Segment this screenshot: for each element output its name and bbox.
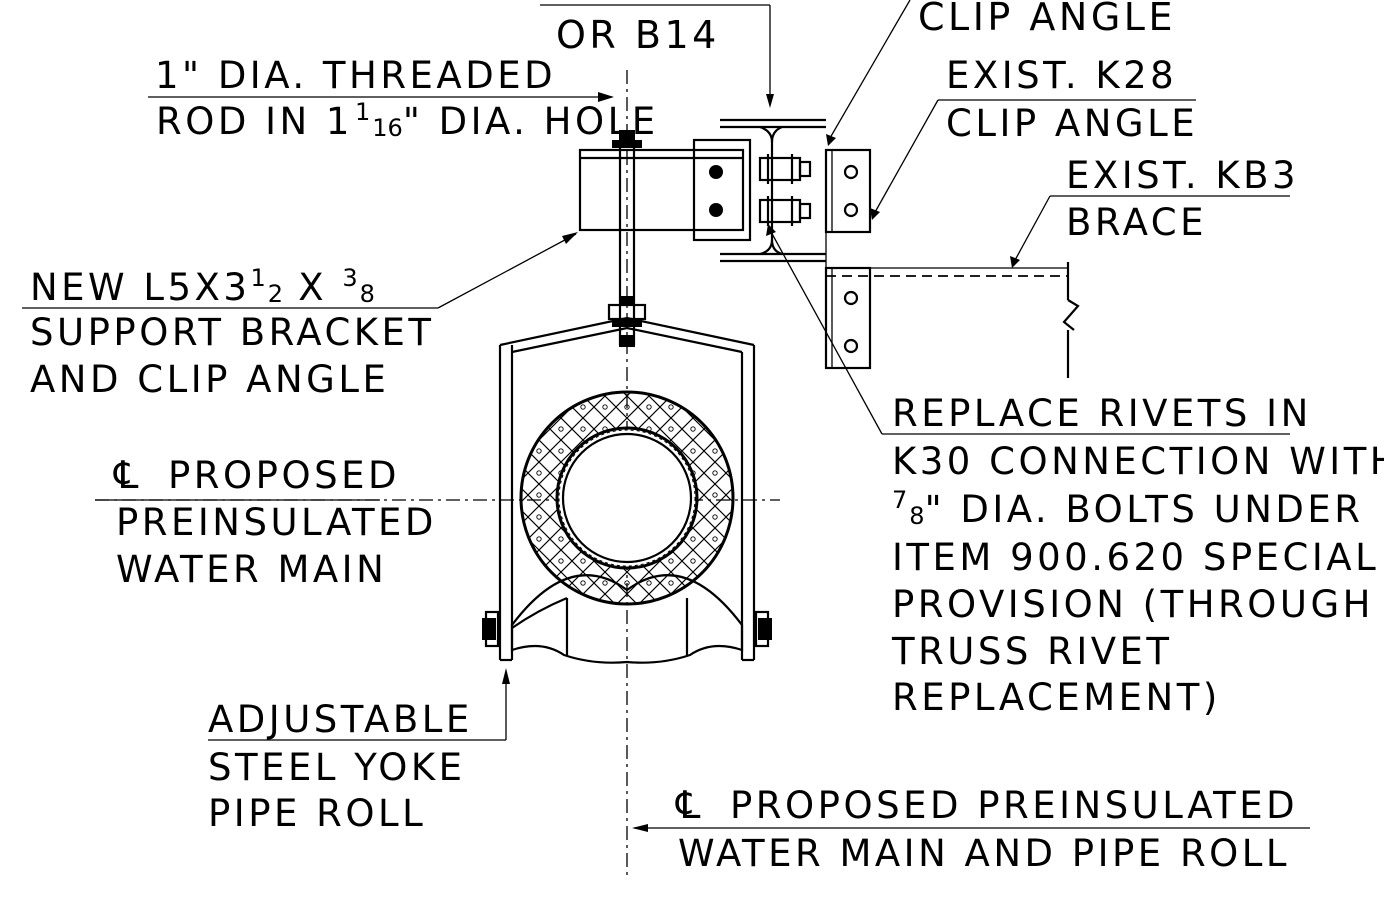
label-main-line2: PREINSULATED — [116, 501, 437, 544]
label-yoke-line3: PIPE ROLL — [208, 792, 426, 835]
label-bottom-cl-symbol: ℄ — [675, 783, 701, 827]
label-bottom-line1: PROPOSED PREINSULATED — [730, 784, 1298, 827]
label-yoke-line1: ADJUSTABLE — [208, 698, 473, 741]
label-yoke-line2: STEEL YOKE — [208, 746, 466, 789]
bracket-line1-b: X — [283, 266, 342, 309]
label-kb3-line1: EXIST. KB3 — [1066, 154, 1299, 197]
label-bracket-line1: NEW L5X312 X 38 — [30, 264, 375, 309]
rod-line2-num: 1 — [355, 98, 370, 126]
support-bracket — [578, 138, 752, 242]
label-rod-line1: 1" DIA. THREADED — [155, 54, 556, 97]
label-top-left-partial: OR B14 — [556, 13, 720, 57]
rod-line2-a: ROD IN 1 — [156, 100, 353, 143]
label-rivet-line4: ITEM 900.620 SPECIAL — [892, 536, 1379, 579]
bracket-line1-num2: 3 — [342, 264, 357, 292]
label-k28-line2: CLIP ANGLE — [946, 102, 1198, 145]
label-rod-line2: ROD IN 1116" DIA. HOLE — [156, 98, 659, 143]
steel-yoke — [482, 316, 772, 662]
leader-bottom-centerline — [632, 824, 1310, 832]
label-rivet-line2: K30 CONNECTION WITH — [892, 440, 1384, 483]
label-rivet-line7: REPLACEMENT) — [892, 676, 1221, 719]
label-kb3-line2: BRACE — [1066, 201, 1207, 244]
leader-rod — [148, 92, 614, 102]
label-main-line3: WATER MAIN — [116, 548, 387, 591]
label-rivet-line3: 78" DIA. BOLTS UNDER — [892, 486, 1364, 531]
label-top-right-partial: CLIP ANGLE — [918, 0, 1176, 39]
leader-top-left — [540, 4, 774, 108]
clip-angle-plate — [824, 148, 872, 370]
beam-section — [720, 118, 826, 263]
label-rivet-line1: REPLACE RIVETS IN — [892, 392, 1312, 435]
rivet-line3-num: 7 — [892, 486, 907, 514]
leader-bracket — [22, 232, 578, 309]
rod-line2-den: 16 — [372, 114, 403, 142]
rivet-line3-b: " DIA. BOLTS UNDER — [925, 488, 1364, 531]
rivet-line3-den: 8 — [909, 502, 924, 530]
preinsulated-pipe — [519, 390, 735, 606]
bracket-line1-num1: 1 — [250, 264, 265, 292]
label-main-cl-symbol: ℄ — [113, 453, 139, 497]
bracket-line1-a: NEW L5X3 — [30, 266, 250, 309]
leader-rivets — [766, 224, 1290, 435]
leader-k28 — [870, 99, 1196, 220]
web-bolts — [758, 154, 812, 226]
bracket-line1-den1: 2 — [268, 280, 283, 308]
label-bracket-line2: SUPPORT BRACKET — [30, 311, 435, 354]
label-k28-line1: EXIST. K28 — [946, 54, 1177, 97]
label-rivet-line5: PROVISION (THROUGH — [892, 583, 1374, 626]
label-bottom-line2: WATER MAIN AND PIPE ROLL — [678, 832, 1290, 875]
leader-yoke — [208, 668, 510, 741]
threaded-rod — [607, 130, 647, 347]
label-bracket-line3: AND CLIP ANGLE — [30, 358, 389, 401]
leader-kb3 — [1010, 195, 1290, 268]
bracket-line1-den2: 8 — [360, 280, 375, 308]
brace-kb3 — [826, 262, 1080, 378]
label-main-line1: PROPOSED — [168, 454, 400, 497]
label-rivet-line6: TRUSS RIVET — [891, 630, 1173, 673]
rod-line2-b: " DIA. HOLE — [403, 100, 659, 143]
leader-top-right — [826, 0, 911, 146]
